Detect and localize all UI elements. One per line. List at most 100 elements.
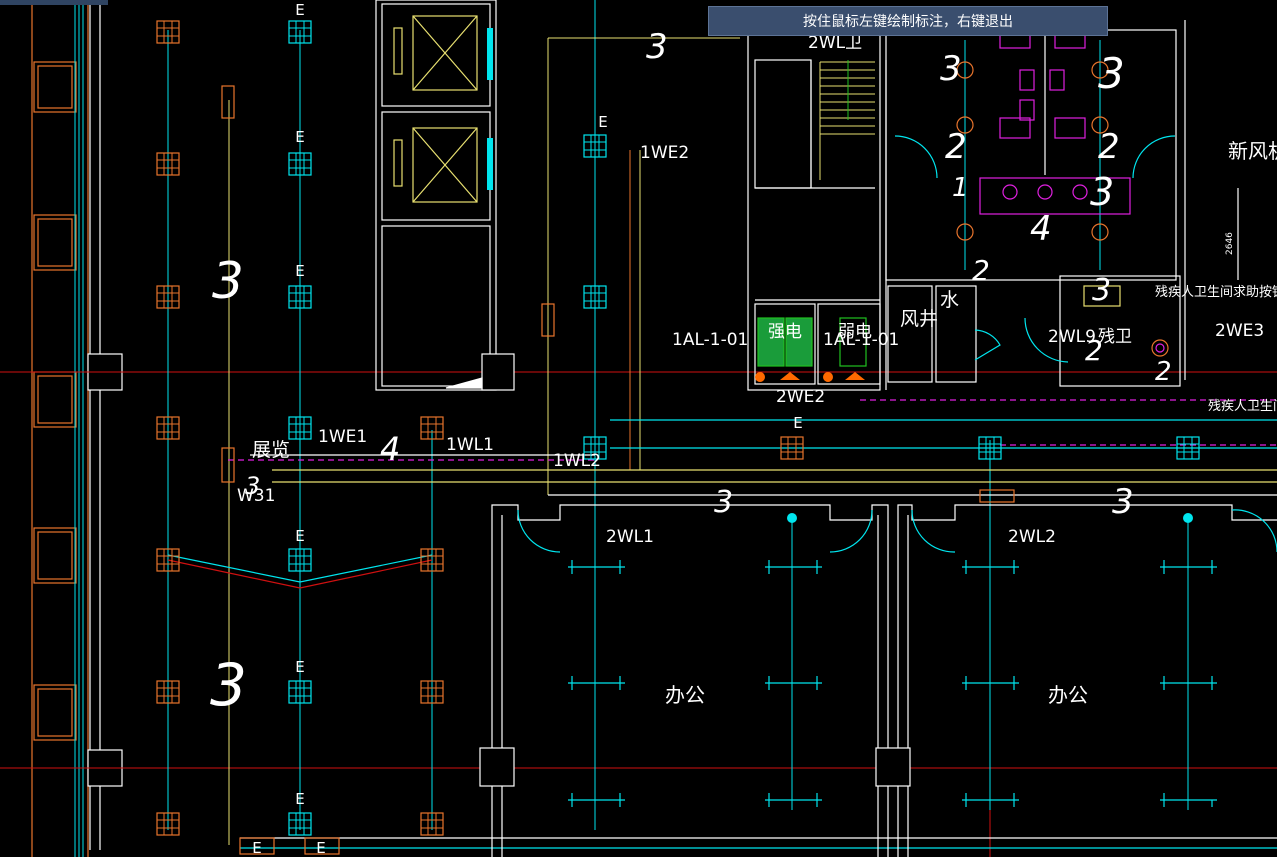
- markup-number: 2: [972, 254, 990, 287]
- junction-box-w31: [221, 447, 235, 483]
- dimension-text: 2646: [1225, 232, 1235, 255]
- e-label: E: [295, 658, 304, 676]
- ceiling-light-office1: [787, 513, 797, 523]
- cyan-light-box: [978, 436, 1002, 460]
- handwritten-annotations: 3 3 3 2 2 1 3 4 2 3 2 2 3 4 3 3 3 3: [210, 27, 1172, 719]
- cyan-light-box: [583, 285, 607, 309]
- orange-light-box: [420, 416, 444, 440]
- orange-light-box: [156, 680, 180, 704]
- e-label: E: [295, 527, 304, 545]
- label-2wl2: 2WL2: [1008, 527, 1056, 547]
- e-label: E: [252, 839, 261, 857]
- elevator-shafts: [375, 0, 515, 391]
- fixture-row-1: [568, 560, 1217, 574]
- markup-number: 3: [212, 252, 244, 310]
- markup-number: 3: [714, 485, 733, 520]
- markup-number: 3: [210, 651, 247, 719]
- markup-number: 3: [245, 472, 260, 500]
- fixture-row-2: [568, 676, 1217, 690]
- cyan-light-box: [288, 680, 312, 704]
- label-accessible-toilet: 残卫: [1098, 327, 1132, 347]
- office-doors: [517, 509, 1277, 553]
- label-air-shaft: 风井: [900, 308, 938, 330]
- orange-light-box: [156, 812, 180, 836]
- label-1we1: 1WE1: [318, 427, 367, 447]
- top-left-toolbar-strip: [0, 0, 108, 5]
- e-label: E: [295, 790, 304, 808]
- ceiling-light-office2: [1183, 513, 1193, 523]
- markup-number: 1: [952, 173, 969, 203]
- label-weak-current: 弱电: [838, 322, 872, 342]
- cyan-light-box: [288, 812, 312, 836]
- markup-number: 3: [646, 27, 668, 67]
- markup-number: 2: [1098, 127, 1120, 167]
- label-strong-current: 强电: [768, 322, 802, 342]
- cyan-light-box: [288, 548, 312, 572]
- label-help-button-2: 残疾人卫生间求: [1208, 399, 1277, 414]
- orange-light-box: [156, 285, 180, 309]
- orange-junction-boxes: [156, 20, 804, 836]
- markup-number: 4: [1030, 209, 1052, 249]
- orange-light-box: [156, 20, 180, 44]
- office-room-walls: [479, 504, 1277, 857]
- label-2we3: 2WE3: [1215, 321, 1264, 341]
- markup-number: 3: [1090, 170, 1114, 214]
- orange-light-box: [156, 548, 180, 572]
- junction-box-corridor: [979, 489, 1015, 503]
- e-label: E: [295, 128, 304, 146]
- label-2wl1: 2WL1: [606, 527, 654, 547]
- markup-number: 3: [1092, 273, 1111, 308]
- markup-number: 2: [1155, 357, 1172, 387]
- orange-light-box: [420, 812, 444, 836]
- label-w31: W31: [237, 486, 275, 506]
- label-help-button: 残疾人卫生间求助按钮,0: [1155, 285, 1277, 300]
- label-exhibition: 展览: [252, 439, 290, 461]
- junction-box-bottom-1: [239, 837, 275, 855]
- markup-number: 3: [940, 49, 962, 89]
- label-2wl9: 2WL9: [1048, 327, 1096, 347]
- e-label: E: [793, 414, 802, 432]
- e-label: E: [295, 1, 304, 19]
- cyan-light-box: [288, 285, 312, 309]
- label-1we2: 1WE2: [640, 143, 689, 163]
- label-1wl2: 1WL2: [553, 451, 601, 471]
- label-office-2: 办公: [1048, 683, 1088, 707]
- label-office-1: 办公: [665, 683, 705, 707]
- markup-number: 2: [945, 127, 967, 167]
- markup-number: 3: [1112, 482, 1134, 522]
- cyan-light-box: [288, 152, 312, 176]
- label-fresh-air-unit: 新风机: [1228, 139, 1277, 163]
- cyan-fixture-boxes: [288, 20, 1200, 836]
- e-label: E: [316, 839, 325, 857]
- label-panel-1al-left: 1AL-1-01: [672, 330, 748, 350]
- cyan-light-box: [1176, 436, 1200, 460]
- lighting-circuit-lines: [167, 0, 1189, 845]
- junction-box-top: [221, 85, 235, 119]
- junction-box-bottom-2: [304, 837, 340, 855]
- label-1wl1: 1WL1: [446, 435, 494, 455]
- electrical-rooms: [754, 275, 1181, 387]
- corridor-walls: [228, 399, 1277, 849]
- orange-light-box: [420, 548, 444, 572]
- markup-number: 3: [1098, 49, 1125, 98]
- orange-light-box: [156, 416, 180, 440]
- cyan-light-box: [288, 416, 312, 440]
- markup-number: 4: [380, 430, 400, 468]
- orange-light-box: [156, 152, 180, 176]
- markup-number: 2: [1085, 334, 1103, 367]
- cyan-light-box: [583, 436, 607, 460]
- label-2wl-toilet: 2WL卫: [808, 33, 862, 53]
- office-light-fixtures: [568, 560, 1217, 807]
- orange-light-box: [420, 680, 444, 704]
- panel-markers: [755, 372, 865, 382]
- junction-box-mid: [541, 303, 555, 337]
- label-water: 水: [940, 289, 959, 311]
- e-label: E: [598, 113, 607, 131]
- label-2we2: 2WE2: [776, 387, 825, 407]
- left-cyan-curtain-wall: [74, 0, 84, 857]
- cyan-light-box: [288, 20, 312, 44]
- orange-light-box: [780, 436, 804, 460]
- red-v-conduit: [167, 554, 433, 589]
